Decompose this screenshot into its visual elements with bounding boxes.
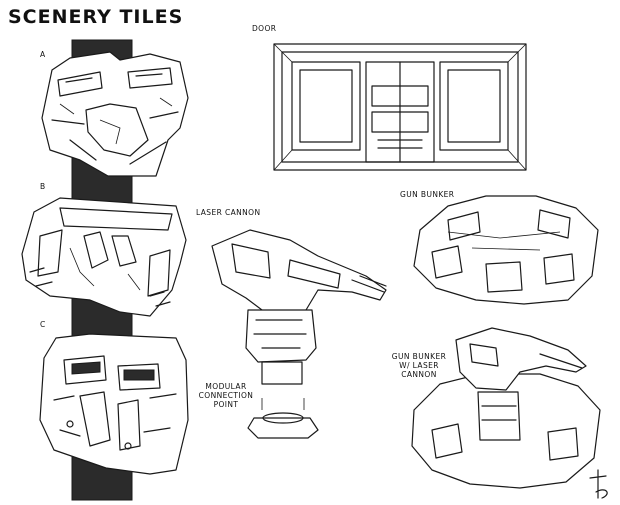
artist-signature: [589, 469, 608, 499]
gun-bunker-laser-label-line1: GUN BUNKER: [391, 352, 447, 361]
modular-label-line2: CONNECTION: [198, 391, 254, 400]
gun-bunker-laser-illustration: [411, 327, 601, 489]
modular-label-line1: MODULAR: [205, 382, 247, 391]
sheet-title: SCENERY TILES: [8, 6, 184, 28]
tile-a-label: A: [40, 50, 46, 59]
laser-cannon-illustration: [211, 229, 387, 439]
door-illustration: [273, 43, 527, 171]
gun-bunker-label: GUN BUNKER: [400, 190, 455, 199]
modular-connection-label: MODULAR CONNECTION POINT: [196, 382, 256, 409]
tile-b-label: B: [40, 182, 46, 191]
tile-b-illustration: [21, 197, 187, 317]
gun-bunker-laser-label-line2: W/ LASER CANNON: [399, 361, 439, 379]
laser-cannon-label: LASER CANNON: [196, 208, 261, 217]
tile-a-illustration: [41, 51, 189, 177]
gun-bunker-illustration: [413, 195, 599, 305]
tile-c-label: C: [40, 320, 46, 329]
modular-label-line3: POINT: [213, 400, 239, 409]
tile-c-illustration: [39, 333, 189, 475]
door-label: DOOR: [252, 24, 277, 33]
gun-bunker-laser-label: GUN BUNKER W/ LASER CANNON: [384, 352, 454, 379]
